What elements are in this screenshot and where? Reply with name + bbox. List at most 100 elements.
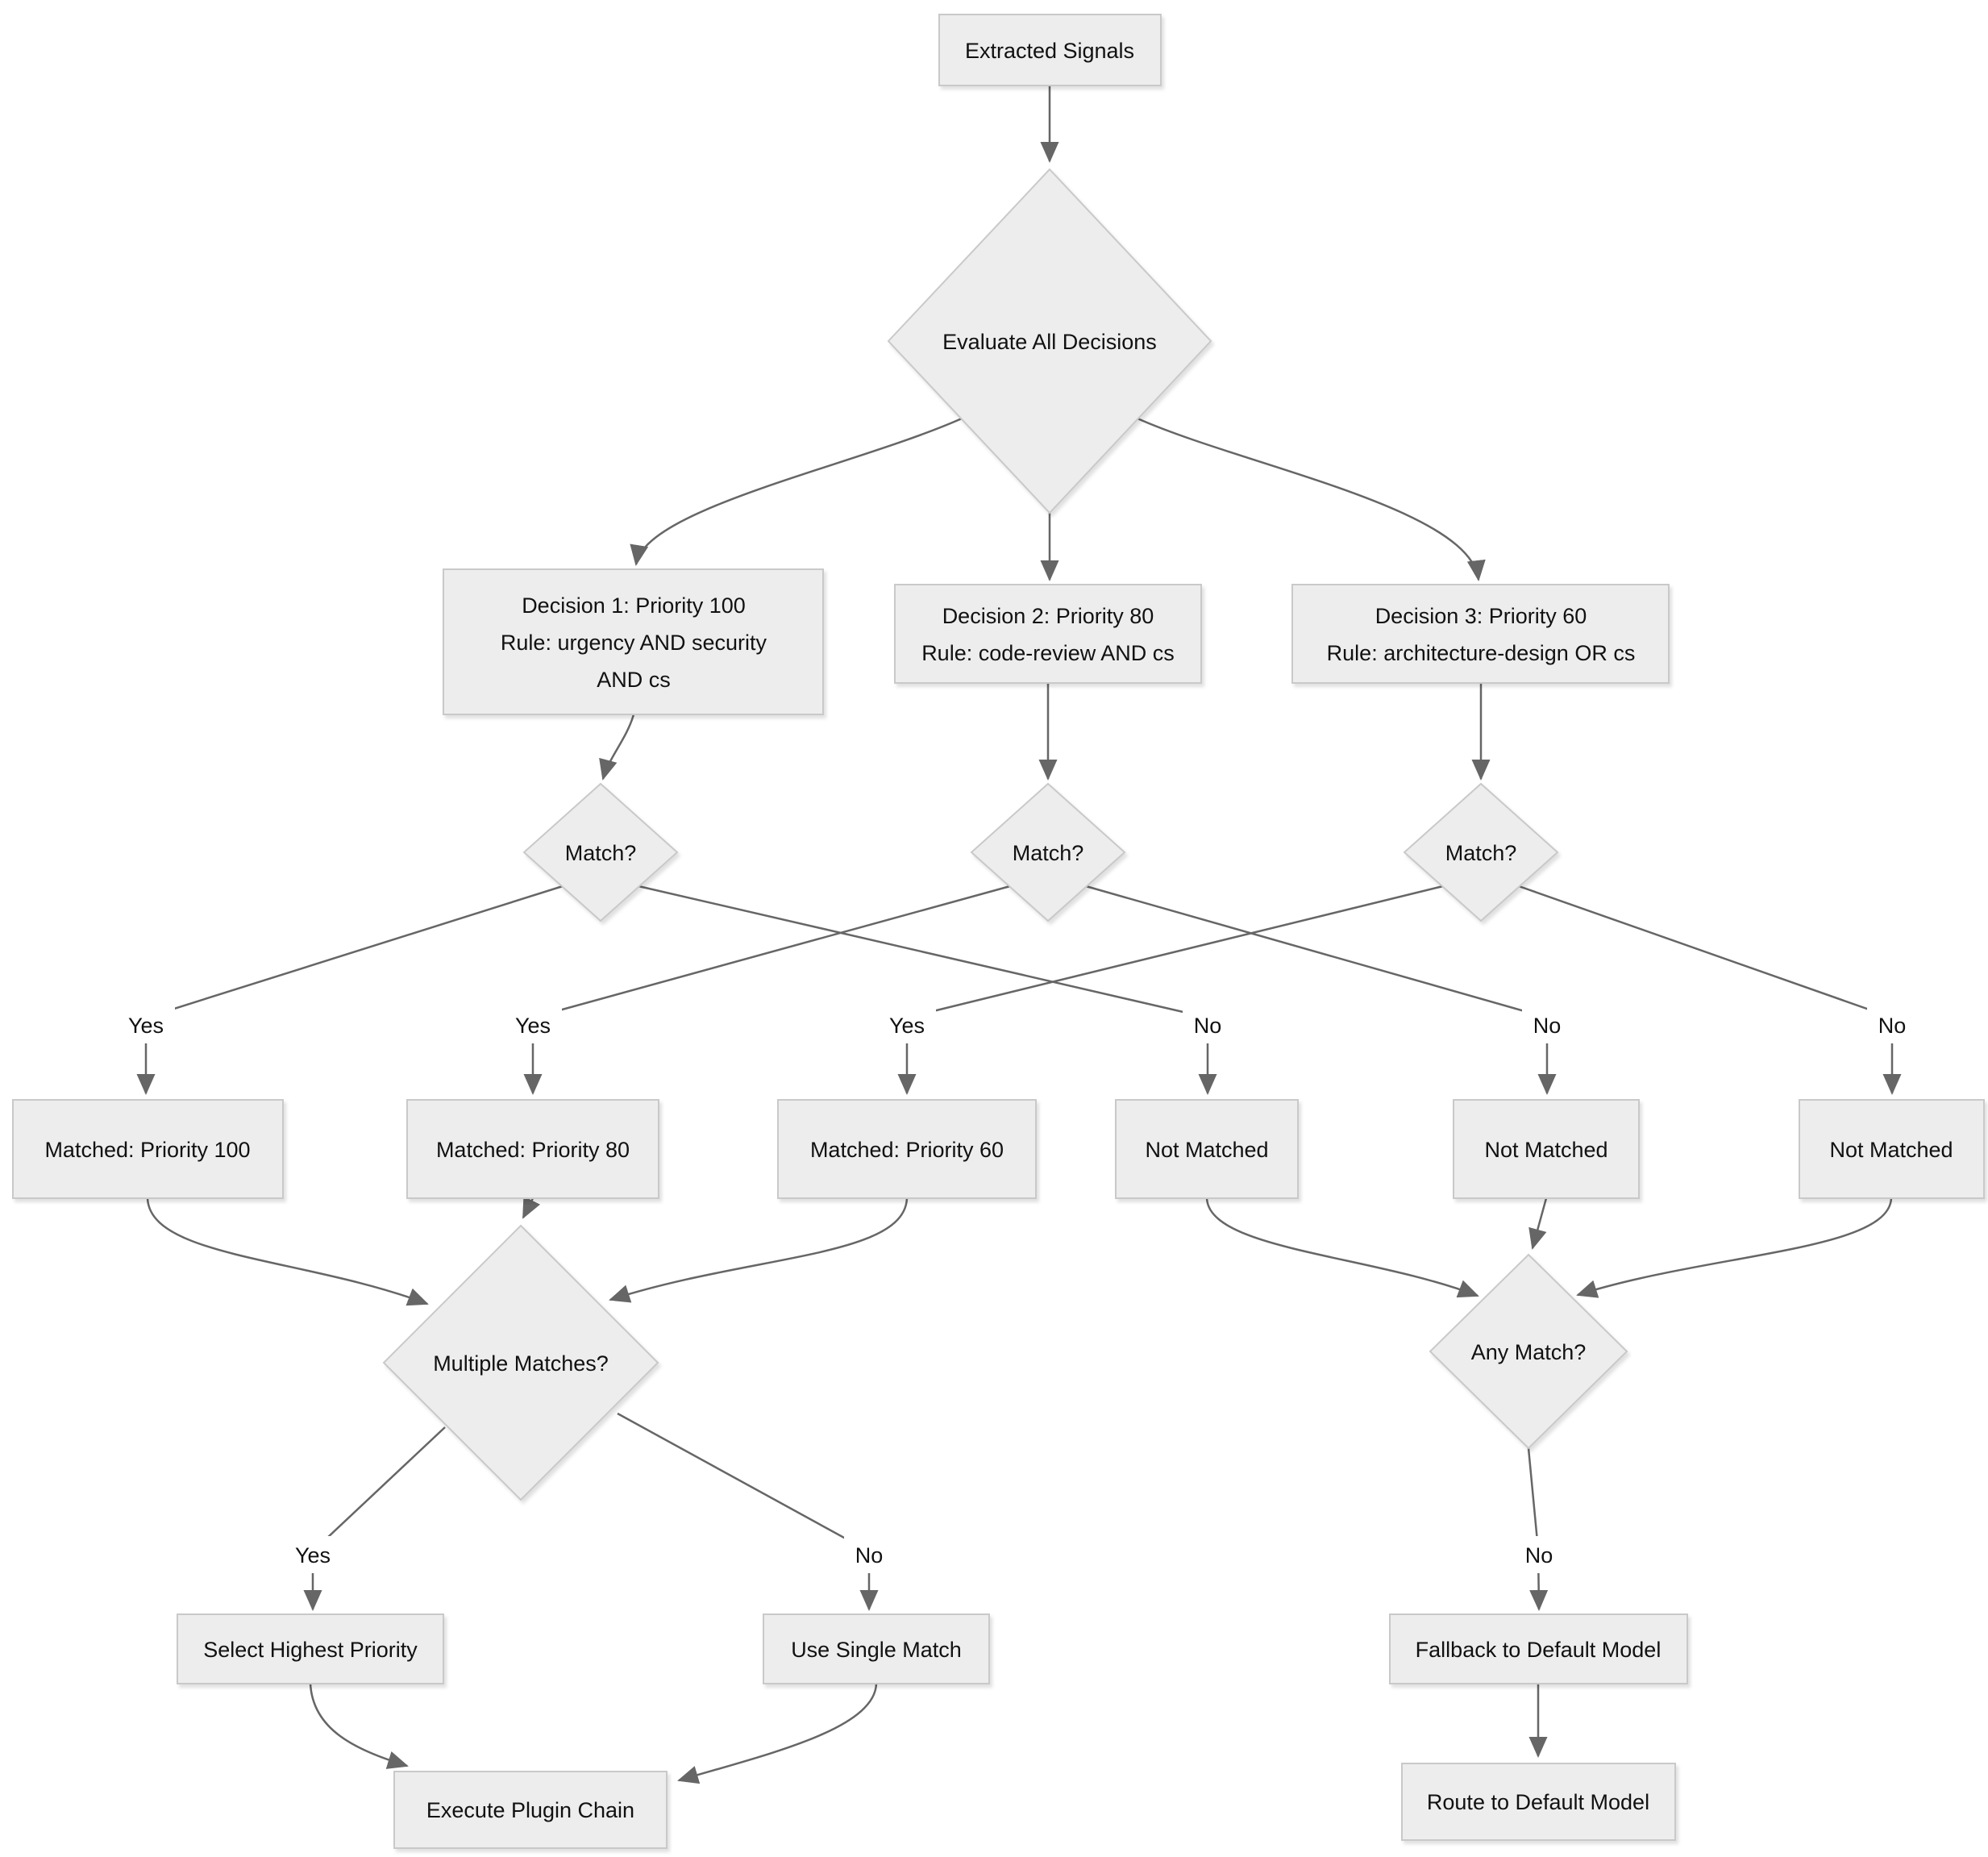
- node-label-line: AND cs: [597, 668, 671, 692]
- node-match2: Match?: [970, 782, 1126, 922]
- node-label-line: Decision 1: Priority 100: [522, 593, 746, 618]
- edge-select-to-execute: [309, 1683, 409, 1769]
- node-fallback-to-default-model: Fallback to Default Model: [1389, 1613, 1688, 1684]
- node-box: [894, 584, 1202, 684]
- edge-label-match2-no: No: [1533, 1014, 1562, 1038]
- edge-label-any-no: No: [1525, 1543, 1553, 1568]
- node-label: Evaluate All Decisions: [942, 330, 1157, 354]
- node-extracted-signals: Extracted Signals: [938, 14, 1162, 86]
- edge-label-match3-yes: Yes: [889, 1014, 925, 1038]
- edge-decision1-to-match1: [599, 714, 635, 781]
- node-label: Execute Plugin Chain: [426, 1798, 634, 1822]
- node-decision3: Decision 3: Priority 60 Rule: architectu…: [1291, 584, 1670, 684]
- node-label: Fallback to Default Model: [1416, 1638, 1662, 1662]
- edge-notmatched1-to-any: [1205, 1197, 1479, 1298]
- node-box: [406, 1099, 659, 1199]
- node-box: [177, 1613, 444, 1684]
- node-execute-plugin-chain: Execute Plugin Chain: [393, 1771, 668, 1849]
- edge-matched100-to-multiple: [146, 1197, 429, 1306]
- node-diamond: [522, 782, 679, 922]
- node-label-line: Decision 3: Priority 60: [1375, 604, 1587, 628]
- node-matched-priority-60: Matched: Priority 60: [777, 1099, 1037, 1199]
- node-label: Not Matched: [1145, 1138, 1268, 1162]
- edge-label-match1-no: No: [1194, 1014, 1222, 1038]
- node-box: [1389, 1613, 1688, 1684]
- node-diamond: [970, 782, 1126, 922]
- edge-matched60-to-multiple: [609, 1197, 909, 1303]
- edge-evaluate-to-decision1: [630, 417, 963, 566]
- edge-label-bg: [844, 1536, 894, 1573]
- edge-label-match1-yes: Yes: [128, 1014, 164, 1038]
- edge-match3-yes: [897, 885, 1444, 1095]
- node-match1: Match?: [522, 782, 679, 922]
- node-not-matched-2: Not Matched: [1453, 1099, 1640, 1199]
- node-multiple-matches: Multiple Matches?: [382, 1224, 659, 1501]
- node-decision1: Decision 1: Priority 100 Rule: urgency A…: [443, 568, 824, 715]
- node-label: Matched: Priority 60: [810, 1138, 1004, 1162]
- edge-multiple-yes: [303, 1426, 446, 1611]
- edge-label-match3-no: No: [1878, 1014, 1907, 1038]
- edge-label-multiple-yes: Yes: [295, 1543, 331, 1568]
- edge-evaluate-to-decision3: [1137, 417, 1486, 581]
- edge-match1-no: [638, 885, 1217, 1095]
- edge-label-bg: [1522, 1006, 1572, 1043]
- node-label-line: Decision 2: Priority 80: [942, 604, 1154, 628]
- edge-label-bg: [1867, 1006, 1917, 1043]
- node-box: [12, 1099, 284, 1199]
- node-label: Matched: Priority 80: [436, 1138, 630, 1162]
- edge-label-bg: [284, 1536, 342, 1573]
- node-box: [393, 1771, 668, 1849]
- node-matched-priority-100: Matched: Priority 100: [12, 1099, 284, 1199]
- node-label-line: Rule: urgency AND security: [501, 631, 767, 655]
- node-label: Match?: [1013, 841, 1084, 865]
- edge-label-match2-yes: Yes: [515, 1014, 551, 1038]
- edge-match3-no: [1518, 885, 1902, 1095]
- node-box: [1401, 1763, 1676, 1841]
- node-box: [777, 1099, 1037, 1199]
- edge-label-bg: [878, 1006, 936, 1043]
- edge-any-no: [1527, 1447, 1549, 1611]
- edge-notmatched3-to-any: [1576, 1197, 1893, 1298]
- node-box: [1453, 1099, 1640, 1199]
- node-box: [1115, 1099, 1299, 1199]
- node-diamond: [1403, 782, 1559, 922]
- edge-match1-yes: [136, 885, 564, 1095]
- edge-label-multiple-no: No: [855, 1543, 884, 1568]
- node-use-single-match: Use Single Match: [763, 1613, 990, 1684]
- edge-labels-layer: Yes Yes Yes No No No Yes No No: [117, 1006, 1917, 1573]
- node-label: Not Matched: [1829, 1138, 1953, 1162]
- node-match3: Match?: [1403, 782, 1559, 922]
- node-box: [1291, 584, 1670, 684]
- node-box: [763, 1613, 990, 1684]
- node-label: Route to Default Model: [1427, 1790, 1649, 1814]
- edge-label-bg: [504, 1006, 562, 1043]
- node-label: Use Single Match: [791, 1638, 962, 1662]
- edge-use-single-to-execute: [677, 1683, 878, 1784]
- edge-label-bg: [1183, 1006, 1233, 1043]
- node-label: Match?: [1445, 841, 1517, 865]
- node-label: Select Highest Priority: [203, 1638, 418, 1662]
- node-evaluate-all-decisions: Evaluate All Decisions: [887, 168, 1212, 514]
- nodes-layer: Extracted Signals Evaluate All Decisions…: [12, 14, 1985, 1849]
- node-diamond: [887, 168, 1212, 514]
- node-route-to-default-model: Route to Default Model: [1401, 1763, 1676, 1841]
- node-diamond: [382, 1224, 659, 1501]
- node-label-line: Rule: code-review AND cs: [921, 641, 1175, 665]
- edge-notmatched2-to-any: [1528, 1197, 1548, 1250]
- node-box: [1799, 1099, 1985, 1199]
- node-label: Match?: [565, 841, 637, 865]
- node-label: Extracted Signals: [965, 39, 1134, 63]
- node-label: Multiple Matches?: [433, 1351, 609, 1376]
- node-not-matched-3: Not Matched: [1799, 1099, 1985, 1199]
- node-box: [443, 568, 824, 715]
- node-label: Any Match?: [1471, 1340, 1587, 1364]
- node-label-line: Rule: architecture-design OR cs: [1327, 641, 1636, 665]
- node-matched-priority-80: Matched: Priority 80: [406, 1099, 659, 1199]
- node-label: Matched: Priority 100: [44, 1138, 250, 1162]
- edge-matched80-to-multiple: [522, 1196, 541, 1219]
- node-label: Not Matched: [1484, 1138, 1607, 1162]
- node-any-match: Any Match?: [1429, 1253, 1628, 1450]
- edge-label-bg: [117, 1006, 175, 1043]
